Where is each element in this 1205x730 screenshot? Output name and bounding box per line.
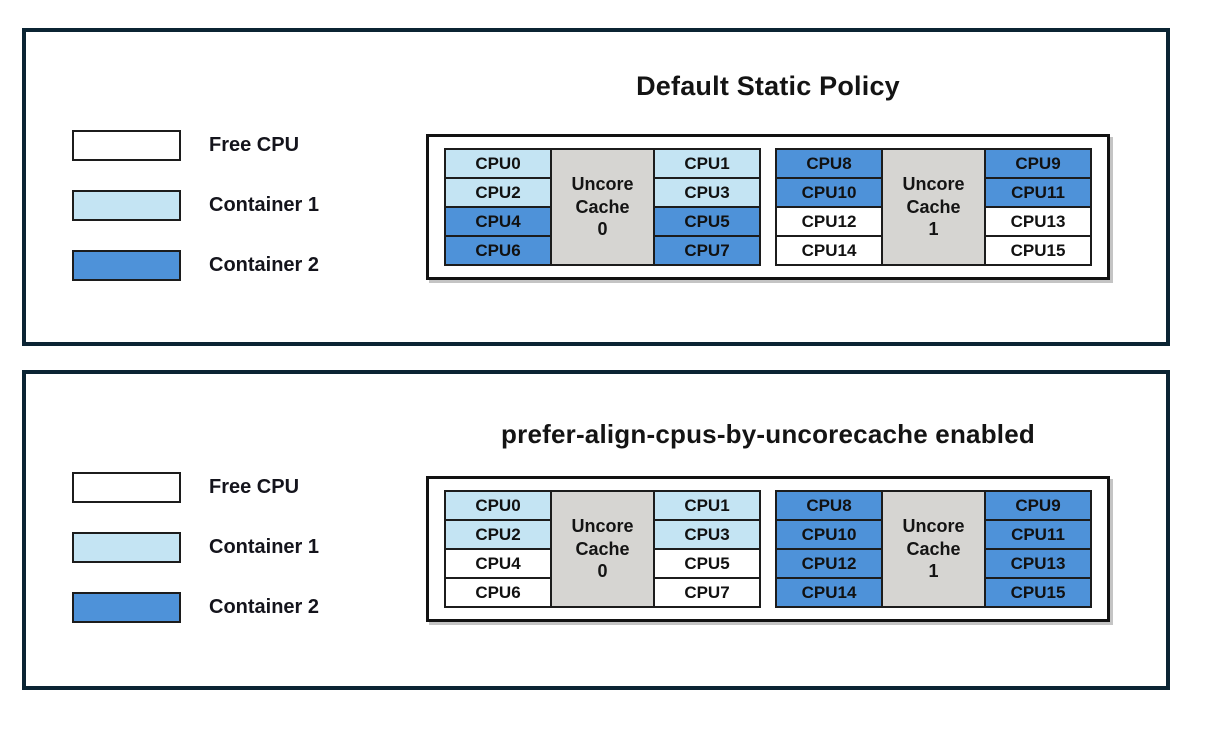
cpu-column-odd: CPU1 CPU3 CPU5 CPU7 xyxy=(653,148,761,266)
cpu-cell: CPU9 xyxy=(984,148,1092,179)
panel-default-static-policy: Default Static Policy Free CPU Container… xyxy=(22,28,1170,346)
uncore-cache-0-cluster: CPU0 CPU2 CPU4 CPU6 Uncore Cache 0 CPU1 … xyxy=(444,490,761,608)
legend-label: Container 2 xyxy=(209,254,320,276)
cpu-cell: CPU14 xyxy=(775,235,883,266)
container-2-swatch xyxy=(72,592,181,623)
cpu-cell: CPU6 xyxy=(444,577,552,608)
cpu-column-even: CPU0 CPU2 CPU4 CPU6 xyxy=(444,148,552,266)
legend-item-free-cpu: Free CPU xyxy=(72,130,319,161)
cpu-column-odd: CPU9 CPU11 CPU13 CPU15 xyxy=(984,490,1092,608)
cpu-cell: CPU13 xyxy=(984,548,1092,579)
free-cpu-swatch xyxy=(72,472,181,503)
cpu-cell: CPU11 xyxy=(984,177,1092,208)
legend-item-container-1: Container 1 xyxy=(72,190,319,221)
cpu-cell: CPU1 xyxy=(653,490,761,521)
cpu-cell: CPU4 xyxy=(444,548,552,579)
legend-item-container-2: Container 2 xyxy=(72,592,319,623)
cpu-cell: CPU0 xyxy=(444,490,552,521)
uncore-cache-1-block: Uncore Cache 1 xyxy=(881,148,986,266)
legend-label: Free CPU xyxy=(209,476,300,498)
container-1-swatch xyxy=(72,190,181,221)
cpu-cell: CPU14 xyxy=(775,577,883,608)
cpu-cell: CPU10 xyxy=(775,519,883,550)
cpu-cell: CPU5 xyxy=(653,548,761,579)
legend-label: Container 1 xyxy=(209,536,320,558)
cpu-cell: CPU8 xyxy=(775,148,883,179)
container-2-swatch xyxy=(72,250,181,281)
cpu-cell: CPU13 xyxy=(984,206,1092,237)
uncore-cache-1-cluster: CPU8 CPU10 CPU12 CPU14 Uncore Cache 1 CP… xyxy=(775,490,1092,608)
legend: Free CPU Container 1 Container 2 xyxy=(72,130,319,310)
panel-title: Default Static Policy xyxy=(636,71,900,101)
cpu-cell: CPU6 xyxy=(444,235,552,266)
uncore-cache-1-block: Uncore Cache 1 xyxy=(881,490,986,608)
cpu-cell: CPU15 xyxy=(984,235,1092,266)
cpu-cell: CPU1 xyxy=(653,148,761,179)
cpu-topology-diagram: CPU0 CPU2 CPU4 CPU6 Uncore Cache 0 CPU1 … xyxy=(426,134,1110,280)
uncore-cache-1-cluster: CPU8 CPU10 CPU12 CPU14 Uncore Cache 1 CP… xyxy=(775,148,1092,266)
cpu-column-odd: CPU1 CPU3 CPU5 CPU7 xyxy=(653,490,761,608)
legend-label: Container 2 xyxy=(209,596,320,618)
cpu-cell: CPU3 xyxy=(653,177,761,208)
cpu-column-even: CPU8 CPU10 CPU12 CPU14 xyxy=(775,148,883,266)
cpu-column-even: CPU0 CPU2 CPU4 CPU6 xyxy=(444,490,552,608)
panel-prefer-align-uncorecache: prefer-align-cpus-by-uncorecache enabled… xyxy=(22,370,1170,690)
cpu-cell: CPU2 xyxy=(444,519,552,550)
cpu-cell: CPU10 xyxy=(775,177,883,208)
panel-title: prefer-align-cpus-by-uncorecache enabled xyxy=(501,419,1035,449)
legend-label: Free CPU xyxy=(209,134,300,156)
legend-item-container-1: Container 1 xyxy=(72,532,319,563)
cpu-cell: CPU3 xyxy=(653,519,761,550)
cpu-column-odd: CPU9 CPU11 CPU13 CPU15 xyxy=(984,148,1092,266)
cpu-cell: CPU0 xyxy=(444,148,552,179)
cpu-cell: CPU15 xyxy=(984,577,1092,608)
cpu-cell: CPU7 xyxy=(653,577,761,608)
uncore-cache-0-block: Uncore Cache 0 xyxy=(550,490,655,608)
legend-item-free-cpu: Free CPU xyxy=(72,472,319,503)
cpu-cell: CPU8 xyxy=(775,490,883,521)
cpu-cell: CPU9 xyxy=(984,490,1092,521)
uncore-cache-0-block: Uncore Cache 0 xyxy=(550,148,655,266)
cpu-cell: CPU12 xyxy=(775,206,883,237)
uncore-cache-0-cluster: CPU0 CPU2 CPU4 CPU6 Uncore Cache 0 CPU1 … xyxy=(444,148,761,266)
legend-label: Container 1 xyxy=(209,194,320,216)
free-cpu-swatch xyxy=(72,130,181,161)
cpu-cell: CPU5 xyxy=(653,206,761,237)
legend-item-container-2: Container 2 xyxy=(72,250,319,281)
container-1-swatch xyxy=(72,532,181,563)
cpu-cell: CPU7 xyxy=(653,235,761,266)
cpu-cell: CPU4 xyxy=(444,206,552,237)
cpu-cell: CPU12 xyxy=(775,548,883,579)
cpu-cell: CPU11 xyxy=(984,519,1092,550)
legend: Free CPU Container 1 Container 2 xyxy=(72,472,319,652)
cpu-cell: CPU2 xyxy=(444,177,552,208)
cpu-column-even: CPU8 CPU10 CPU12 CPU14 xyxy=(775,490,883,608)
cpu-topology-diagram: CPU0 CPU2 CPU4 CPU6 Uncore Cache 0 CPU1 … xyxy=(426,476,1110,622)
